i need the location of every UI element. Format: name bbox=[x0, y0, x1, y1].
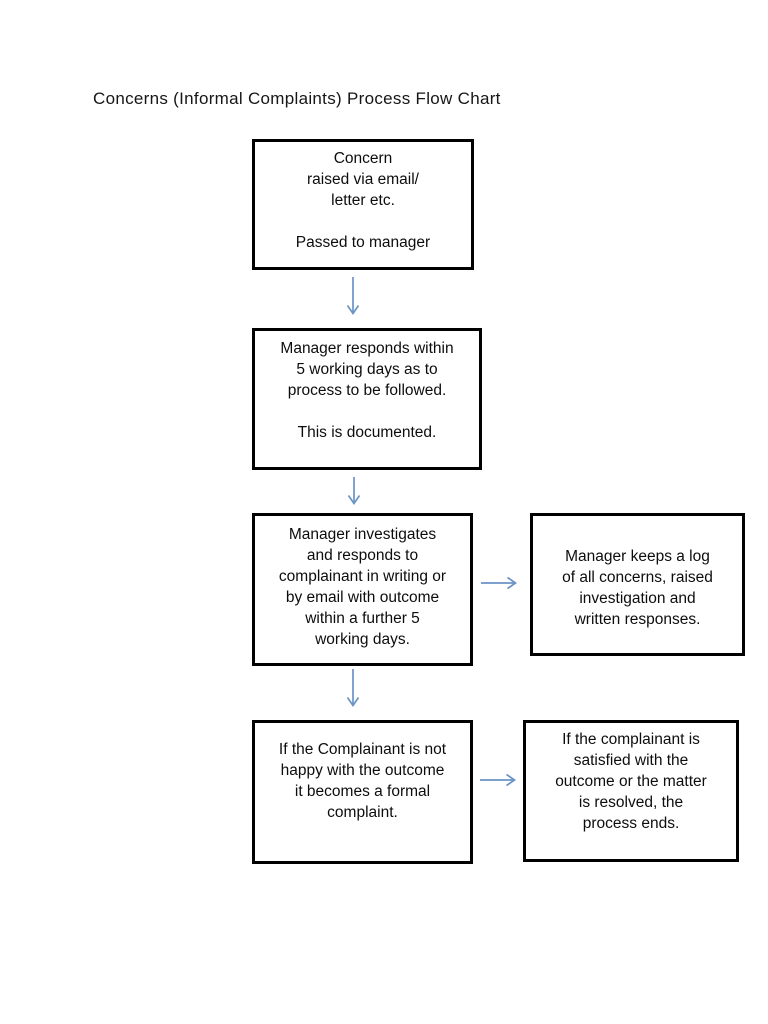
connector-responds-to-investigates-arrow-icon bbox=[346, 476, 362, 507]
box-text-line: within a further 5 bbox=[305, 610, 420, 627]
box-text-line: If the complainant is bbox=[562, 731, 700, 748]
box-text-line: 5 working days as to bbox=[296, 361, 438, 378]
box-text-line: and responds to bbox=[306, 547, 419, 564]
flow-box-process-ends: If the complainant is satisfied with the… bbox=[523, 720, 739, 862]
box-text-line: raised via email/ bbox=[307, 171, 419, 188]
box-text-line: by email with outcome bbox=[285, 589, 440, 606]
flow-box-formal-complaint: If the Complainant is not happy with the… bbox=[252, 720, 473, 864]
box-text-line: complainant in writing or bbox=[278, 568, 447, 585]
box-text-line: outcome or the matter bbox=[555, 773, 707, 790]
flow-box-manager-log: Manager keeps a log of all concerns, rai… bbox=[530, 513, 745, 656]
box-text-line: Manager responds within bbox=[280, 340, 454, 357]
box-text-line: Concern bbox=[333, 150, 393, 167]
connector-investigates-to-formal-arrow-icon bbox=[345, 668, 361, 709]
box-text-line: complaint. bbox=[327, 804, 398, 821]
box-text-line: This is documented. bbox=[297, 424, 437, 441]
box-text-line: Manager investigates bbox=[288, 526, 437, 543]
box-text-line: happy with the outcome bbox=[280, 762, 445, 779]
box-text-line: investigation and bbox=[579, 590, 696, 607]
box-text-line: is resolved, the bbox=[578, 794, 684, 811]
box-text-line: of all concerns, raised bbox=[562, 569, 713, 586]
flow-box-manager-investigates: Manager investigates and responds to com… bbox=[252, 513, 473, 666]
box-text-line: process ends. bbox=[582, 815, 680, 832]
box-text-line: satisfied with the bbox=[573, 752, 689, 769]
box-text-line: process to be followed. bbox=[287, 382, 447, 399]
box-text-line: Passed to manager bbox=[295, 234, 431, 251]
connector-investigates-to-log-arrow-icon bbox=[480, 575, 520, 591]
connector-formal-to-ends-arrow-icon bbox=[479, 772, 519, 788]
box-text-line: it becomes a formal bbox=[294, 783, 431, 800]
box-text-line: If the Complainant is not bbox=[278, 741, 447, 758]
flow-box-concern-raised: Concern raised via email/ letter etc. Pa… bbox=[252, 139, 474, 270]
box-text-line bbox=[255, 401, 479, 422]
box-text-line: Manager keeps a log bbox=[565, 548, 710, 565]
box-text-line: written responses. bbox=[574, 611, 701, 628]
page-title: Concerns (Informal Complaints) Process F… bbox=[93, 89, 501, 108]
flow-box-manager-responds: Manager responds within 5 working days a… bbox=[252, 328, 482, 470]
connector-concern-to-responds-arrow-icon bbox=[345, 276, 361, 317]
box-text-line: letter etc. bbox=[331, 192, 395, 209]
box-text-line: working days. bbox=[315, 631, 410, 648]
box-text-line bbox=[255, 211, 471, 232]
